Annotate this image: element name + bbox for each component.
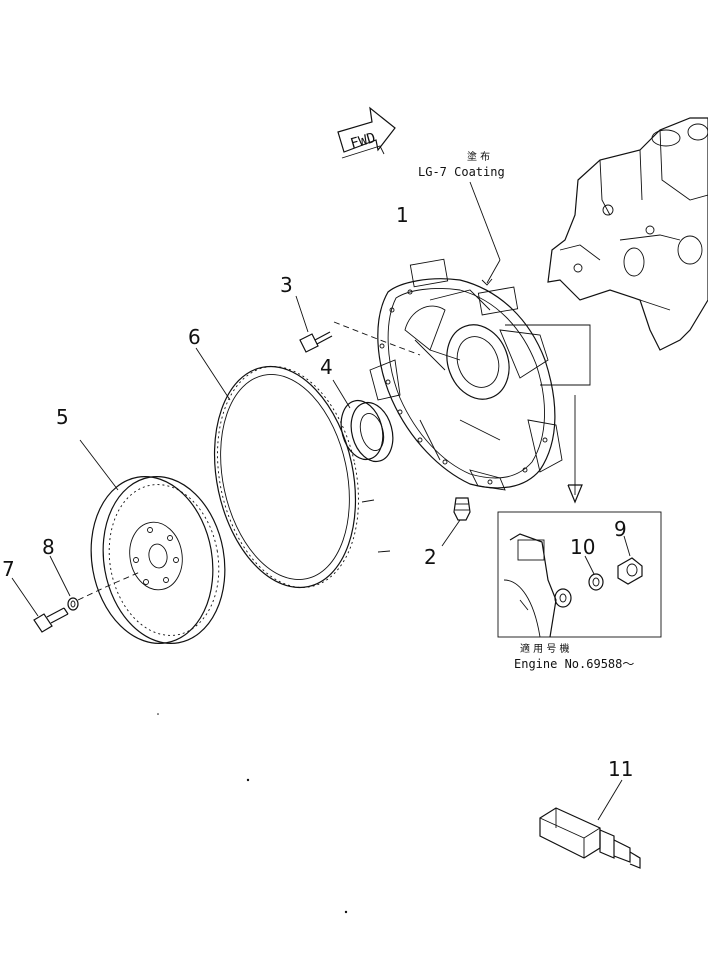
callout-4: 4 <box>320 355 333 379</box>
flywheel-housing <box>369 258 591 504</box>
applicable-note: 適 用 号 機 Engine No.69588～ <box>514 642 634 671</box>
housing-bolt-holes <box>379 289 548 485</box>
fwd-arrow: FWD <box>337 106 396 159</box>
bolt-7 <box>11 577 69 633</box>
callout-10: 10 <box>570 535 595 559</box>
ring-gear <box>195 347 359 589</box>
flywheel <box>77 439 226 644</box>
specks <box>157 499 391 914</box>
coating-note: 塗 布 LG-7 Coating <box>418 150 505 286</box>
coating-text: LG-7 Coating <box>418 165 505 179</box>
washer-8 <box>49 555 79 611</box>
engine-block <box>547 117 708 351</box>
oil-seal <box>332 379 394 463</box>
callout-8: 8 <box>42 535 55 559</box>
callout-5: 5 <box>56 405 69 429</box>
callout-3: 3 <box>280 273 293 297</box>
callout-9: 9 <box>614 517 627 541</box>
callout-2: 2 <box>424 545 437 569</box>
applicable-text: Engine No.69588～ <box>514 657 634 671</box>
tool-11 <box>539 779 641 869</box>
callout-1: 1 <box>396 203 409 227</box>
bolt-3 <box>295 295 421 356</box>
coating-japanese: 塗 布 <box>467 150 490 163</box>
callout-7: 7 <box>2 557 15 581</box>
callout-6: 6 <box>188 325 201 349</box>
fwd-label: FWD <box>349 130 378 152</box>
applicable-japanese: 適 用 号 機 <box>520 642 570 655</box>
callout-11: 11 <box>608 757 633 781</box>
callout-labels: 1 2 3 4 5 6 7 8 9 10 11 <box>2 203 633 781</box>
plug-part <box>441 497 471 547</box>
detail-box <box>497 511 662 638</box>
flywheel-bolt-holes <box>133 527 179 585</box>
